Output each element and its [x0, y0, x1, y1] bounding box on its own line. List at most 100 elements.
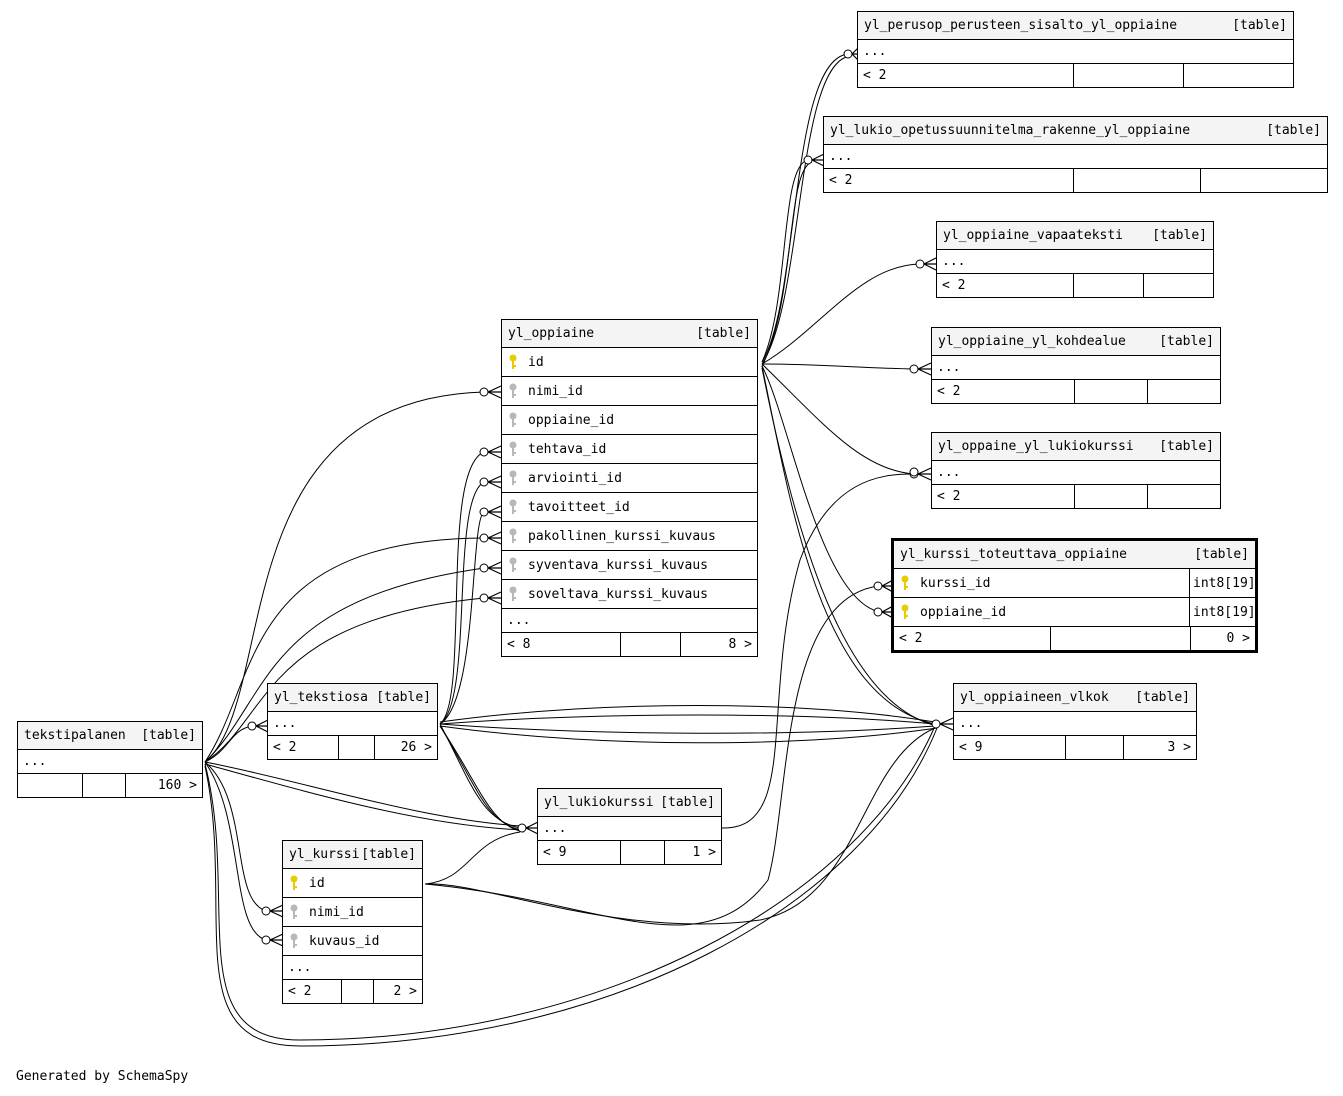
parents-count[interactable]: < 2 [824, 169, 1074, 192]
crowfoot [487, 475, 502, 489]
edge-marker [479, 477, 489, 487]
column-name: id [309, 875, 325, 891]
table-name: yl_oppiaine [508, 326, 595, 341]
column-row-soveltava-kurssi-kuvaus[interactable]: soveltava_kurssi_kuvaus [502, 580, 757, 609]
children-count[interactable]: 1 > [692, 845, 716, 860]
table-kohdealue[interactable]: yl_oppiaine_yl_kohdealue [table] ... < 2 [931, 327, 1221, 404]
children-count[interactable] [1184, 64, 1293, 87]
parents-count[interactable]: < 2 [858, 64, 1074, 87]
edge-tekstipalanen-kurssi-kuvaus [204, 761, 267, 941]
table-tag: [table] [141, 728, 196, 743]
column-name: kurssi_id [920, 575, 991, 591]
column-row-id[interactable]: id [283, 869, 422, 898]
table-footer: 160 > [18, 774, 202, 797]
children-count[interactable]: 2 > [393, 984, 417, 999]
parents-count[interactable]: < 2 [894, 627, 1051, 650]
parents-count[interactable]: < 9 [954, 736, 1066, 759]
table-lukiokurssi[interactable]: yl_lukiokurssi [table] ... < 9 1 > [537, 788, 722, 865]
column-row-tehtava-id[interactable]: tehtava_id [502, 435, 757, 464]
column-row-oppiaine-id[interactable]: oppiaine_id [502, 406, 757, 435]
edge-tekstiosa-vlkok [439, 705, 936, 723]
children-count[interactable]: 8 > [728, 637, 752, 652]
parents-count[interactable]: < 9 [538, 841, 621, 864]
table-tekstipalanen[interactable]: tekstipalanen [table] ... 160 > [17, 721, 203, 798]
children-count[interactable] [1148, 485, 1220, 508]
parents-count[interactable]: < 8 [502, 633, 621, 656]
column-row-tavoitteet-id[interactable]: tavoitteet_id [502, 493, 757, 522]
parents-count[interactable]: < 2 [268, 736, 339, 759]
edge-marker [843, 49, 853, 59]
column-name: syventava_kurssi_kuvaus [528, 557, 709, 573]
column-row-nimi-id[interactable]: nimi_id [502, 377, 757, 406]
foreign-key-icon [502, 441, 524, 457]
edge-tekstiosa-vlkok-d [439, 725, 938, 744]
column-name: soveltava_kurssi_kuvaus [528, 586, 709, 602]
column-row-kuvaus-id[interactable]: kuvaus_id [283, 927, 422, 956]
parents-count[interactable] [18, 774, 83, 797]
edge-marker [479, 533, 489, 543]
children-count[interactable]: 160 > [157, 778, 197, 793]
column-row-pakollinen-kurssi-kuvaus[interactable]: pakollinen_kurssi_kuvaus [502, 522, 757, 551]
table-tag: [table] [1159, 334, 1214, 349]
crowfoot [939, 717, 954, 731]
table-oppaine-lukiokurssi[interactable]: yl_oppaine_yl_lukiokurssi [table] ... < … [931, 432, 1221, 509]
column-row-nimi-id[interactable]: nimi_id [283, 898, 422, 927]
column-name: nimi_id [309, 904, 364, 920]
column-row-kurssi-id[interactable]: kurssi_id int8[19] [894, 569, 1256, 598]
table-name: yl_lukio_opetussuunnitelma_rakenne_yl_op… [830, 123, 1191, 138]
table-perusop[interactable]: yl_perusop_perusteen_sisalto_yl_oppiaine… [857, 11, 1294, 88]
table-tekstiosa[interactable]: yl_tekstiosa [table] ... < 2 26 > [267, 683, 438, 760]
foreign-key-icon [502, 586, 524, 602]
edge-marker [931, 719, 941, 729]
table-vapaateksti[interactable]: yl_oppiaine_vapaateksti [table] ... < 2 [936, 221, 1214, 298]
edge-marker [479, 387, 489, 397]
primary-key-icon [502, 354, 524, 370]
edge-tekstipalanen-lukiokurssi-b [204, 763, 525, 831]
column-name: id [528, 354, 544, 370]
more-columns: ... [932, 461, 1220, 485]
children-count[interactable]: 3 > [1167, 740, 1191, 755]
column-row-arviointi-id[interactable]: arviointi_id [502, 464, 757, 493]
table-name: yl_kurssi_toteuttava_oppiaine [900, 547, 1127, 562]
more-columns: ... [538, 817, 721, 841]
table-name: yl_tekstiosa [274, 690, 368, 705]
table-kurssi-toteuttava-oppiaine[interactable]: yl_kurssi_toteuttava_oppiaine [table] ku… [891, 538, 1258, 653]
children-count[interactable] [1148, 380, 1220, 403]
table-vlkok[interactable]: yl_oppiaineen_vlkok [table] ... < 9 3 > [953, 683, 1197, 760]
foreign-key-icon [502, 528, 524, 544]
column-row-id[interactable]: id [502, 348, 757, 377]
edge-oppiaine-vapaateksti [761, 263, 921, 365]
parents-count[interactable]: < 2 [283, 980, 342, 1003]
primary-key-icon [894, 575, 916, 591]
parents-count[interactable]: < 2 [937, 274, 1074, 297]
more-columns: ... [954, 712, 1196, 736]
table-header: yl_lukio_opetussuunnitelma_rakenne_yl_op… [824, 117, 1327, 145]
table-footer: < 2 [858, 64, 1293, 87]
children-count[interactable]: 26 > [400, 740, 432, 755]
children-count[interactable] [1144, 274, 1213, 297]
table-lukio-ops[interactable]: yl_lukio_opetussuunnitelma_rakenne_yl_op… [823, 116, 1328, 193]
column-name: nimi_id [528, 383, 583, 399]
column-row-syventava-kurssi-kuvaus[interactable]: syventava_kurssi_kuvaus [502, 551, 757, 580]
parents-count[interactable]: < 2 [932, 485, 1075, 508]
rows-count [1051, 627, 1191, 650]
table-name: yl_oppiaine_vapaateksti [943, 228, 1124, 243]
edge-tekstiosa-arviointi [439, 481, 485, 725]
crowfoot [917, 467, 932, 481]
children-count[interactable]: 0 > [1226, 631, 1250, 646]
generated-by-credit[interactable]: Generated by SchemaSpy [16, 1069, 189, 1084]
children-count[interactable] [1201, 169, 1327, 192]
column-row-oppiaine-id[interactable]: oppiaine_id int8[19] [894, 598, 1256, 627]
table-name: tekstipalanen [24, 728, 126, 743]
rows-count [621, 841, 665, 864]
table-header: yl_kurssi_toteuttava_oppiaine [table] [894, 541, 1255, 569]
foreign-key-icon [283, 933, 305, 949]
edge-marker [479, 563, 489, 573]
more-columns: ... [18, 750, 202, 774]
parents-count[interactable]: < 2 [932, 380, 1075, 403]
edge-oppiaine-kurssi-toteuttava [761, 365, 881, 613]
more-columns: ... [268, 712, 437, 736]
